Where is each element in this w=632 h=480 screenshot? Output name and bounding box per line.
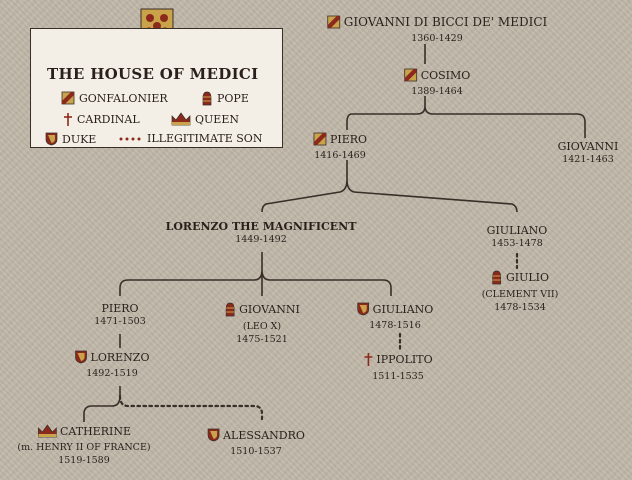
person-alessandro: ALESSANDRO 1510-1537 (207, 428, 305, 458)
person-dates: 1360-1429 (411, 33, 463, 44)
link-lorenzo-children (119, 252, 392, 296)
gonfalonier-icon (313, 132, 327, 146)
person-name: GIULIANO (486, 224, 548, 237)
person-name: GIULIANO (372, 302, 434, 316)
legend-pope-label: POPE (217, 92, 249, 105)
person-name: LORENZO THE MAGNIFICENT (165, 220, 357, 233)
legend-box: THE HOUSE OF MEDICI GONFALONIER POPE CAR… (30, 28, 283, 148)
legend-duke-label: DUKE (62, 132, 97, 146)
person-dates: 1389-1464 (411, 86, 463, 97)
person-name: GIOVANNI DI BICCI DE' MEDICI (343, 14, 548, 29)
legend-cardinal: CARDINAL (63, 112, 140, 127)
legend-queen: QUEEN (171, 112, 239, 126)
gonfalonier-icon (327, 15, 341, 29)
person-dates: 1519-1589 (58, 455, 110, 466)
gonfalonier-icon (61, 91, 75, 105)
person-name: GIOVANNI (557, 140, 619, 153)
person-name: GIOVANNI (239, 303, 300, 316)
person-giulio: GIULIO (CLEMENT VII) 1478-1534 (481, 270, 559, 314)
legend-pope: POPE (201, 91, 249, 106)
person-dates: 1478-1534 (494, 302, 546, 313)
legend-cardinal-label: CARDINAL (77, 113, 140, 126)
link-cosimo-children (346, 96, 586, 138)
person-lorenzo-the-magnificent: LORENZO THE MAGNIFICENT 1449-1492 (166, 220, 357, 246)
duke-shield-icon (357, 302, 370, 316)
illegitimate-lorenzo-alessandro (118, 394, 264, 424)
chart-title: THE HOUSE OF MEDICI (47, 65, 259, 83)
pope-tiara-icon (202, 91, 212, 106)
person-name: CATHERINE (59, 424, 132, 438)
person-dates: 1449-1492 (235, 234, 287, 245)
link-lorenzo-catherine (83, 386, 121, 422)
legend-gonfalonier: GONFALONIER (61, 91, 168, 105)
person-piero-1471: PIERO 1471-1503 (94, 302, 146, 328)
legend-queen-label: QUEEN (195, 112, 239, 126)
person-name: GIULIO (505, 271, 550, 284)
person-giovanni-1421: GIOVANNI 1421-1463 (558, 140, 619, 166)
person-name: COSIMO (420, 68, 471, 82)
person-ippolito: IPPOLITO 1511-1535 (363, 352, 433, 383)
person-catherine: CATHERINE (m. HENRY II OF FRANCE) 1519-1… (17, 424, 151, 467)
person-dates: 1478-1516 (369, 320, 421, 331)
person-giovanni-leo-x: GIOVANNI (LEO X) 1475-1521 (224, 302, 300, 346)
person-dates: 1511-1535 (372, 371, 424, 382)
person-name: LORENZO (90, 350, 150, 364)
person-title: (CLEMENT VII) (481, 289, 559, 300)
duke-shield-icon (45, 132, 58, 146)
person-dates: 1475-1521 (236, 334, 288, 345)
person-giuliano-1478: GIULIANO 1478-1516 (357, 302, 434, 332)
dotted-line-icon (119, 137, 141, 140)
person-dates: 1453-1478 (491, 238, 543, 249)
person-dates: 1421-1463 (562, 154, 614, 165)
queen-crown-icon (37, 424, 57, 438)
person-name: PIERO (329, 132, 368, 146)
duke-shield-icon (75, 350, 87, 364)
gonfalonier-icon (404, 68, 418, 82)
person-title: (LEO X) (242, 321, 282, 332)
link-piero-children (261, 160, 518, 213)
person-dates: 1416-1469 (314, 150, 366, 161)
person-giuliano-1453: GIULIANO 1453-1478 (487, 224, 548, 250)
person-name: PIERO (101, 302, 139, 315)
pope-tiara-icon (225, 302, 235, 317)
person-piero-the-gouty: PIERO 1416-1469 (313, 132, 367, 162)
cardinal-cross-icon (64, 113, 72, 126)
person-cosimo: COSIMO 1389-1464 (404, 68, 471, 98)
legend-duke: DUKE (45, 132, 96, 146)
person-dates: 1471-1503 (94, 316, 146, 327)
legend-gonfalonier-label: GONFALONIER (79, 91, 168, 105)
person-name: IPPOLITO (376, 353, 433, 366)
legend-illegitimate-label: ILLEGITIMATE SON (147, 132, 263, 145)
duke-shield-icon (207, 428, 220, 442)
person-dates: 1510-1537 (230, 446, 282, 457)
person-title: (m. HENRY II OF FRANCE) (17, 442, 151, 453)
person-lorenzo-1492: LORENZO 1492-1519 (75, 350, 150, 380)
queen-crown-icon (171, 112, 191, 126)
person-giovanni-di-bicci: GIOVANNI DI BICCI DE' MEDICI 1360-1429 (327, 14, 548, 45)
pope-tiara-icon (492, 270, 502, 285)
person-name: ALESSANDRO (223, 428, 305, 442)
person-dates: 1492-1519 (86, 368, 138, 379)
legend-illegitimate: ILLEGITIMATE SON (119, 132, 262, 145)
cardinal-cross-icon (364, 353, 373, 366)
